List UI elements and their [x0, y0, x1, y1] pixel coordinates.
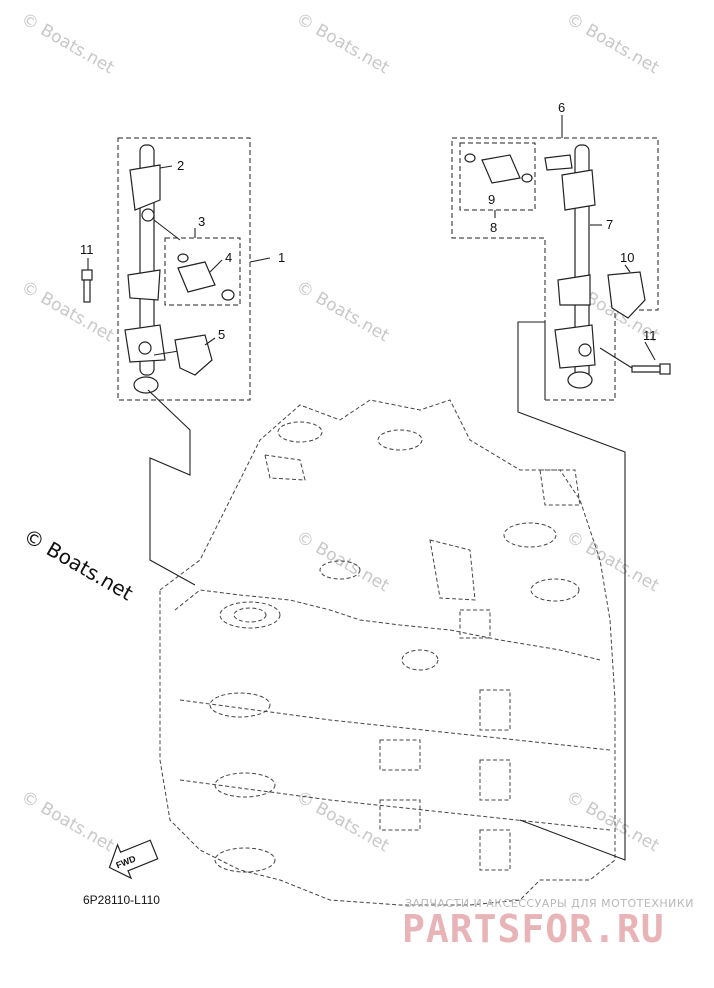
watermark: © Boats.net — [18, 787, 118, 856]
callout-9: 9 — [488, 192, 495, 207]
watermark: © Boats.net — [563, 787, 663, 856]
leader-lines-left — [87, 165, 271, 346]
engine-block-illustration — [159, 399, 616, 906]
watermark: © Boats.net — [293, 277, 393, 346]
callout-8: 8 — [490, 220, 497, 235]
diagram-code: 6P28110-L110 — [83, 893, 160, 907]
clip-part-10 — [607, 271, 646, 319]
clip-part-5 — [174, 334, 213, 376]
callout-5: 5 — [218, 327, 225, 342]
callout-4: 4 — [225, 250, 232, 265]
injector-part-4 — [177, 253, 235, 301]
watermarks: © Boats.net © Boats.net © Boats.net © Bo… — [18, 9, 663, 856]
watermark: © Boats.net — [293, 787, 393, 856]
watermark: © Boats.net — [18, 9, 118, 78]
assembly-box-1 — [117, 137, 251, 401]
leader-lines-right — [494, 115, 656, 369]
callout-2: 2 — [177, 158, 184, 173]
callout-7: 7 — [606, 217, 613, 232]
assembly-box-9 — [459, 142, 536, 211]
watermark: © Boats.net — [293, 9, 393, 78]
watermark: © Boats.net — [563, 527, 663, 596]
fuel-rail-right — [544, 144, 596, 389]
assembly-box-3 — [164, 237, 241, 306]
callout-11-left: 11 — [80, 242, 94, 257]
callout-11-right: 11 — [643, 328, 657, 343]
callout-labels: 1 2 3 4 5 6 7 8 9 10 11 11 — [80, 100, 657, 343]
watermark-large: © Boats.net — [20, 524, 138, 606]
callout-10: 10 — [620, 250, 634, 265]
connector-line-left — [147, 389, 196, 586]
bolt-part-11-left — [81, 269, 93, 303]
callout-6: 6 — [558, 100, 565, 115]
assembly-box-6 — [451, 137, 659, 401]
callout-1: 1 — [278, 250, 285, 265]
bolt-part-11-right — [631, 363, 671, 375]
connector-line-right — [517, 321, 626, 861]
watermark: © Boats.net — [18, 277, 118, 346]
brand-tagline: ЗАПЧАСТИ И АКСЕССУАРЫ ДЛЯ МОТОТЕХНИКИ — [405, 897, 694, 910]
brand-name: PARTSFOR.RU — [402, 907, 665, 951]
forward-arrow-icon: FWD — [108, 839, 159, 880]
watermark: © Boats.net — [563, 9, 663, 78]
fuel-rail-left — [124, 144, 186, 394]
injector-part-9 — [464, 153, 533, 184]
callout-3: 3 — [198, 214, 205, 229]
brand-logo: ЗАПЧАСТИ И АКСЕССУАРЫ ДЛЯ МОТОТЕХНИКИ PA… — [402, 897, 694, 951]
watermark: © Boats.net — [293, 527, 393, 596]
